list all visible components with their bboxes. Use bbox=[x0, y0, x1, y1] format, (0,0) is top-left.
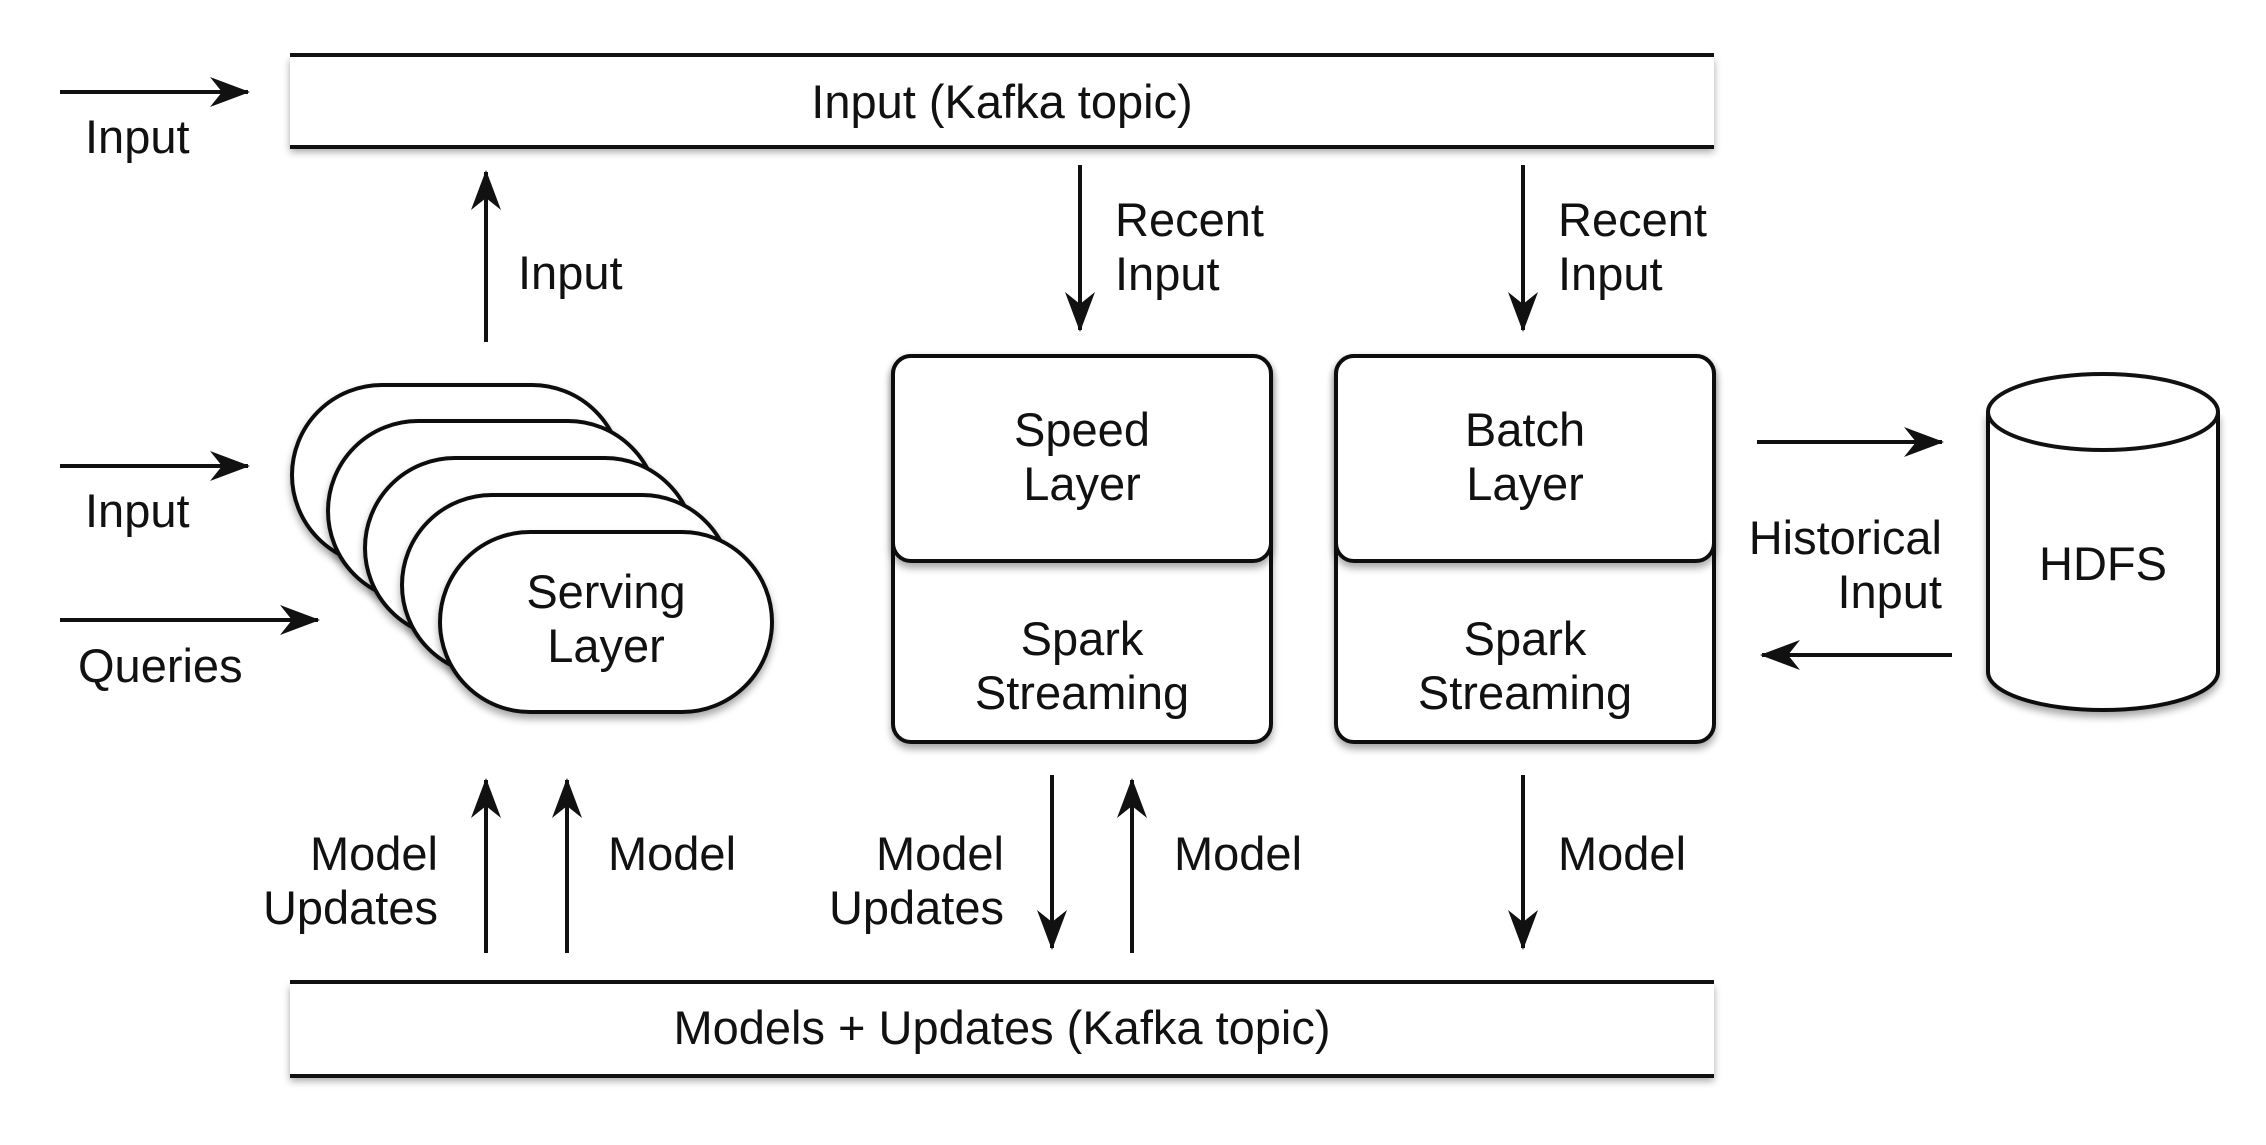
serving-to-input-label: Input bbox=[518, 246, 623, 299]
queries-label: Queries bbox=[78, 639, 243, 692]
speed-layer-label-1: Speed bbox=[1014, 403, 1150, 456]
arrows bbox=[60, 77, 1952, 953]
historical-label-2: Input bbox=[1837, 565, 1942, 618]
external-input-top-label: Input bbox=[85, 110, 190, 163]
models-updates-kafka-topic-label: Models + Updates (Kafka topic) bbox=[673, 1001, 1330, 1054]
serving-model-updates-label-1: Model bbox=[310, 827, 438, 880]
speed-model-updates-label-1: Model bbox=[876, 827, 1004, 880]
models-updates-kafka-topic-bar: Models + Updates (Kafka topic) bbox=[290, 980, 1714, 1078]
speed-spark-label-2: Streaming bbox=[975, 666, 1189, 719]
batch-layer-label-1: Batch bbox=[1465, 403, 1585, 456]
batch-model-label: Model bbox=[1558, 827, 1686, 880]
speed-model-updates-label-2: Updates bbox=[829, 881, 1004, 934]
speed-recent-label-2: Input bbox=[1115, 247, 1220, 300]
serving-layer-node bbox=[438, 530, 774, 714]
speed-layer-label-2: Layer bbox=[1023, 457, 1141, 510]
speed-recent-label-1: Recent bbox=[1115, 193, 1264, 246]
external-input-mid-label: Input bbox=[85, 484, 190, 537]
batch-layer-label-2: Layer bbox=[1466, 457, 1584, 510]
serving-model-label: Model bbox=[608, 827, 736, 880]
speed-model-label: Model bbox=[1174, 827, 1302, 880]
serving-layer-label-2: Layer bbox=[547, 619, 665, 672]
serving-layer-label-1: Serving bbox=[526, 565, 685, 618]
input-kafka-topic-label: Input (Kafka topic) bbox=[811, 75, 1192, 128]
batch-recent-label-2: Input bbox=[1558, 247, 1663, 300]
batch-recent-label-1: Recent bbox=[1558, 193, 1707, 246]
batch-spark-label-1: Spark bbox=[1464, 612, 1587, 665]
serving-model-updates-label-2: Updates bbox=[263, 881, 438, 934]
batch-spark-label-2: Streaming bbox=[1418, 666, 1632, 719]
input-kafka-topic-bar: Input (Kafka topic) bbox=[290, 53, 1714, 149]
hdfs-cylinder bbox=[1986, 372, 2220, 712]
speed-spark-label-1: Spark bbox=[1021, 612, 1144, 665]
batch-layer-box bbox=[1334, 354, 1716, 744]
speed-layer-box bbox=[891, 354, 1273, 744]
historical-label-1: Historical bbox=[1749, 511, 1942, 564]
hdfs-label: HDFS bbox=[2039, 537, 2167, 590]
serving-layer-stack bbox=[290, 383, 774, 714]
